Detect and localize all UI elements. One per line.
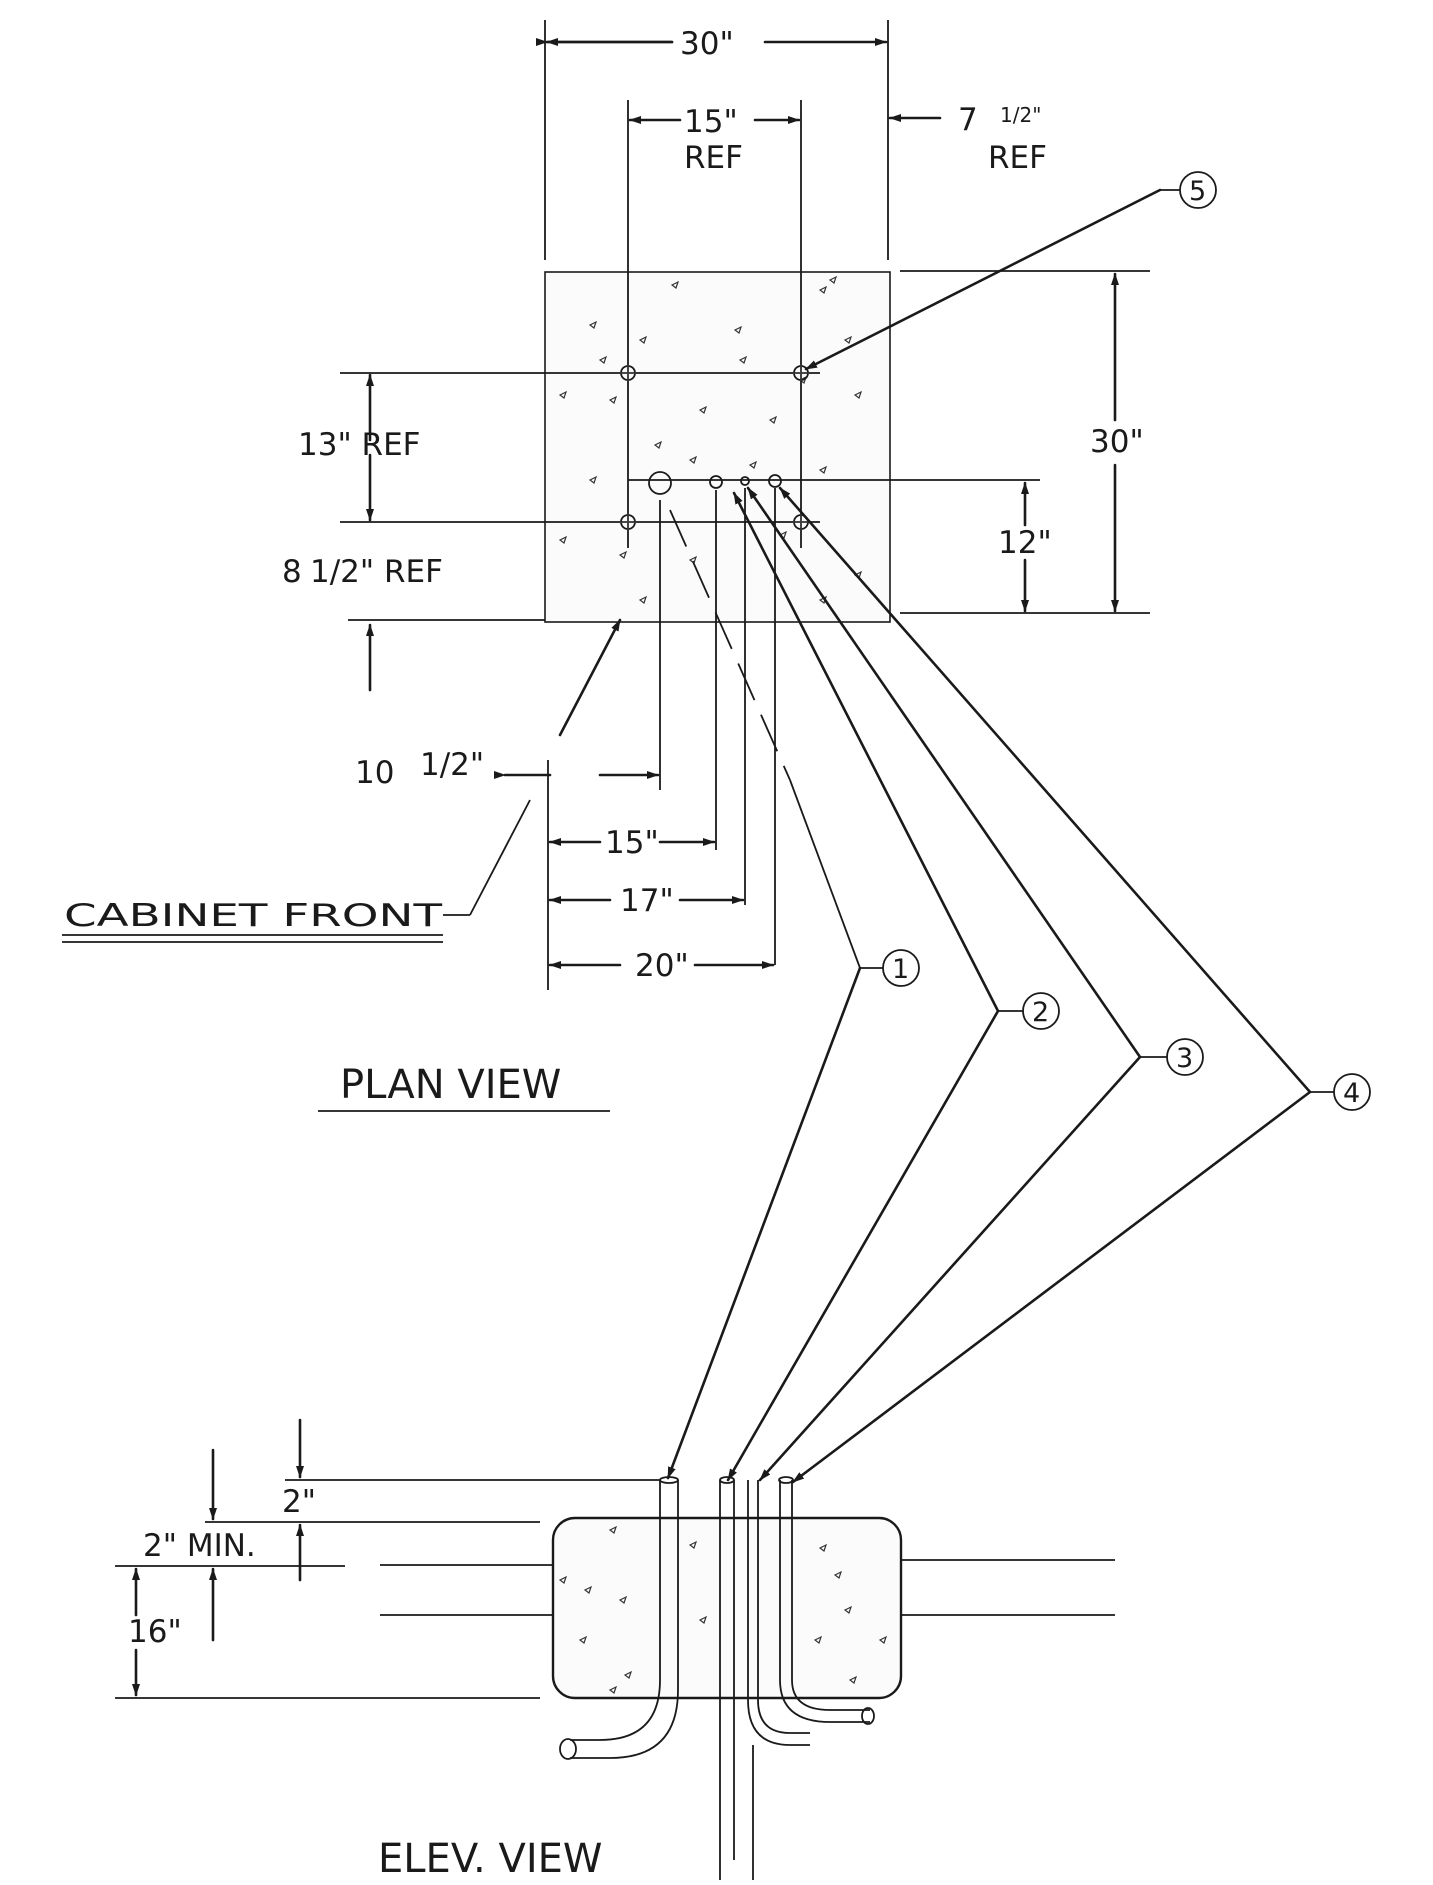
plan-side-offset-fraction: 1/2" [1000, 103, 1041, 127]
elev-depth-dimension: 16" [128, 1614, 182, 1650]
plan-conduit-1-offset-fraction: 1/2" [420, 747, 484, 783]
elevation-conduit-3 [747, 1480, 810, 1746]
plan-front-offset-whole: 8 [282, 554, 302, 590]
plan-side-offset-whole: 7 [958, 102, 978, 138]
plan-depth-ref-dimension: 13" REF [298, 427, 421, 463]
plan-depth-dimension: 30" [1090, 424, 1144, 460]
elevation-conduit-4 [779, 1480, 870, 1723]
plan-view: 30" 15" REF 7 1/2" REF [62, 20, 1150, 1112]
callout-5-number: 5 [1189, 176, 1206, 207]
plan-center-spacing-ref: REF [684, 140, 743, 176]
elevation-view: 2" 2" MIN. 16" ELEV. VIEW [115, 1418, 1115, 1882]
plan-aggregate-texture [558, 275, 863, 604]
elevation-view-title: ELEV. VIEW [378, 1836, 602, 1882]
callout-2-number: 2 [1032, 997, 1049, 1028]
callouts: 5 1 2 3 4 [666, 171, 1371, 1484]
elev-projection-dimension: 2" [282, 1484, 316, 1520]
plan-conduits [648, 471, 782, 495]
plan-front-offset-fraction: 1/2" REF [310, 554, 443, 590]
plan-conduit-2-offset: 15" [605, 825, 659, 861]
plan-conduit-1-offset-whole: 10 [355, 755, 394, 791]
plan-view-title: PLAN VIEW [340, 1062, 561, 1108]
plan-width-dimension: 30" [680, 26, 734, 62]
plan-side-offset-ref: REF [988, 140, 1047, 176]
callout-1-number: 1 [892, 954, 909, 985]
plan-conduit-4-offset: 20" [635, 948, 689, 984]
callout-4-number: 4 [1343, 1078, 1360, 1109]
plan-anchor-bolts [620, 365, 809, 530]
elevation-conduit-1 [570, 1480, 661, 1741]
plan-center-spacing-dimension: 15" [684, 104, 738, 140]
plan-conduit-row-dimension: 12" [998, 525, 1052, 561]
elev-min-cover-dimension: 2" MIN. [143, 1528, 256, 1564]
plan-concrete-pad [544, 271, 891, 623]
cabinet-front-label: CABINET FRONT [64, 898, 444, 934]
callout-3-number: 3 [1176, 1043, 1193, 1074]
elevation-concrete-base [551, 1516, 903, 1700]
plan-conduit-3-offset: 17" [620, 883, 674, 919]
